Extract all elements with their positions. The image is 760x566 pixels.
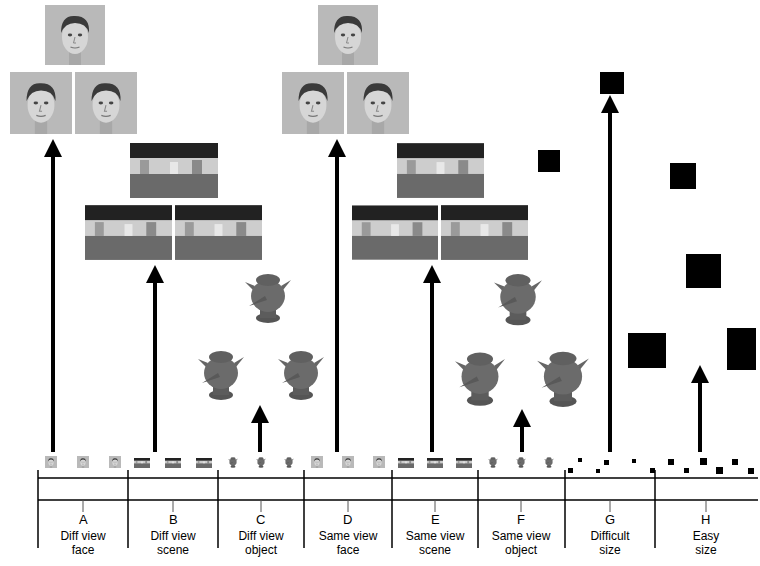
- condition-name: Easy size: [686, 529, 726, 557]
- condition-name: Diff view face: [50, 529, 116, 557]
- condition-letter: A: [77, 513, 90, 527]
- condition-name: Diff view object: [228, 529, 294, 557]
- condition-letter: G: [603, 513, 617, 527]
- condition-name: Difficult size: [579, 529, 641, 557]
- condition-letter: E: [429, 513, 442, 527]
- condition-letter: D: [341, 513, 354, 527]
- condition-letter: H: [699, 513, 712, 527]
- condition-name: Same view scene: [399, 529, 471, 557]
- condition-name: Diff view scene: [140, 529, 206, 557]
- condition-name: Same view face: [312, 529, 384, 557]
- condition-letter: B: [167, 513, 180, 527]
- condition-name: Same view object: [485, 529, 557, 557]
- condition-letter: C: [254, 513, 267, 527]
- condition-letter: F: [515, 513, 527, 527]
